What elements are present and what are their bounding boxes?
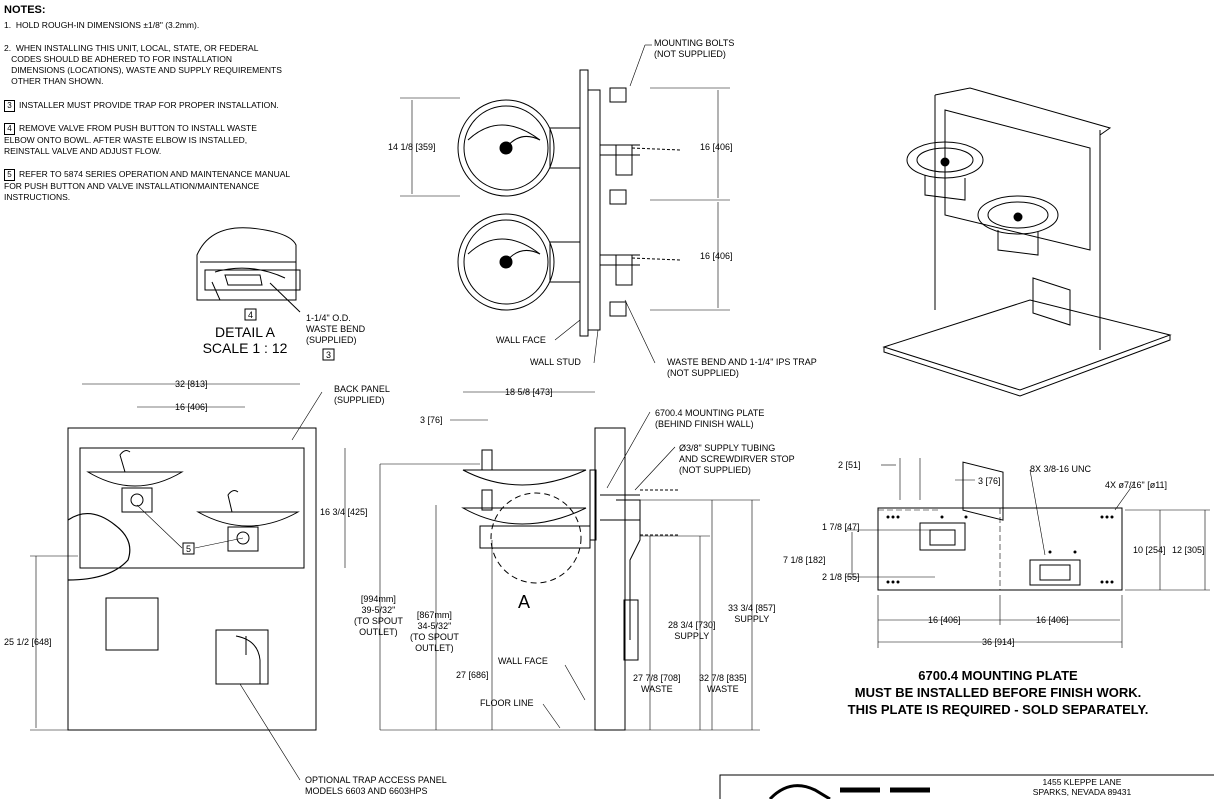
side-depth: 18 5/8 [473] — [505, 387, 553, 397]
detail-title: DETAIL A SCALE 1 : 12 — [202, 324, 288, 356]
top-dim-upper: 16 [406] — [700, 142, 733, 152]
plate-dim-7-1-8: 7 1/8 [182] — [783, 555, 826, 565]
detail-a-circle — [490, 492, 582, 584]
plate-title: 6700.4 MOUNTING PLATE MUST BE INSTALLED … — [847, 668, 1149, 717]
isometric-view — [882, 87, 1172, 521]
back-panel-label: BACK PANEL (SUPPLIED) — [334, 384, 390, 405]
front-callout-box — [182, 542, 195, 555]
detail-callout-box — [244, 308, 257, 321]
mounting-bolts-label: MOUNTING BOLTS (NOT SUPPLIED) — [654, 38, 735, 59]
front-callout: 5 — [186, 544, 191, 554]
mounting-plate-view: 4X ø7/16" [ø11] 8X 3/8-16 UNC 2 [51] 3 [… — [783, 458, 1210, 648]
side-offset: 3 [76] — [420, 415, 443, 425]
notes-title: NOTES: — [4, 4, 46, 16]
title-block — [719, 774, 1214, 799]
side-floor-line: FLOOR LINE — [480, 698, 534, 708]
note-1: 1. HOLD ROUGH-IN DIMENSIONS ±1/8" (3.2mm… — [4, 20, 200, 30]
waste-callout-box — [322, 348, 335, 361]
waste-low-label: 27 7/8 [708] WASTE — [633, 673, 681, 694]
detail-waste-bend: 1-1/4" O.D. WASTE BEND (SUPPLIED) — [306, 313, 366, 345]
iso-access-panel — [962, 461, 1004, 521]
side-dim-27: 27 [686] — [456, 670, 489, 680]
detail-a: 4 3 — [196, 227, 335, 361]
waste-high-label: 32 7/8 [835] WASTE — [699, 673, 747, 694]
plate-dim-2-1-8: 2 1/8 [55] — [822, 572, 860, 582]
top-view: 14 1/8 [359] 16 [406] 16 [406] — [388, 44, 733, 364]
spout-low-label: [867mm] 34-5/32" (TO SPOUT OUTLET) — [410, 610, 459, 653]
front-height-left: 25 1/2 [648] — [4, 637, 52, 647]
plate-bolts: 8X 3/8-16 UNC — [1030, 464, 1092, 474]
plate-dim-16b: 16 [406] — [1036, 615, 1069, 625]
waste-trap-label: WASTE BEND AND 1-1/4" IPS TRAP (NOT SUPP… — [667, 357, 817, 378]
mounting-plate-label: 6700.4 MOUNTING PLATE (BEHIND FINISH WAL… — [655, 408, 765, 429]
side-wall-face: WALL FACE — [498, 656, 548, 666]
plate-dim-2: 2 [51] — [838, 460, 861, 470]
top-dim-left: 14 1/8 [359] — [388, 142, 436, 152]
plate-dim-12: 12 [305] — [1172, 545, 1205, 555]
supply-low-label: 28 3/4 [730] SUPPLY — [668, 620, 716, 641]
top-wall-face: WALL FACE — [496, 335, 546, 345]
supply-high-label: 33 3/4 [857] SUPPLY — [728, 603, 776, 624]
company-logo — [768, 784, 831, 799]
bowl-top-lower — [457, 213, 555, 311]
detail-a-marker: A — [518, 592, 530, 612]
front-width: 32 [813] — [175, 379, 208, 389]
front-view: 5 32 [813] 16 [406] 16 3/4 [425] 25 1/2 … — [4, 379, 368, 781]
plate-holes: 4X ø7/16" [ø11] — [1105, 480, 1167, 490]
bowl-top-upper — [457, 99, 555, 197]
side-wall — [594, 427, 626, 731]
front-panel — [67, 427, 317, 731]
company-address: 1455 KLEPPE LANE SPARKS, NEVADA 89431 — [1032, 777, 1132, 797]
plate-dim-10: 10 [254] — [1133, 545, 1166, 555]
plate-dim-1-7-8: 1 7/8 [47] — [822, 522, 860, 532]
front-spacing: 16 [406] — [175, 402, 208, 412]
note-2: 2. WHEN INSTALLING THIS UNIT, LOCAL, STA… — [4, 43, 282, 86]
top-wall-stud: WALL STUD — [530, 357, 581, 367]
trap-access-label: OPTIONAL TRAP ACCESS PANEL MODELS 6603 A… — [305, 775, 447, 796]
waste-callout: 3 — [326, 350, 331, 360]
plate-dim-36: 36 [914] — [982, 637, 1015, 647]
plate-dim-3: 3 [76] — [978, 476, 1001, 486]
plate-dim-16a: 16 [406] — [928, 615, 961, 625]
spout-high-label: [994mm] 39-5/32" (TO SPOUT OUTLET) — [354, 594, 403, 637]
supply-tubing-label: Ø3/8" SUPPLY TUBING AND SCREWDIRVER STOP… — [679, 443, 795, 475]
wall-panel-top — [579, 69, 589, 337]
detail-callout: 4 — [248, 310, 253, 320]
top-dim-lower: 16 [406] — [700, 251, 733, 261]
front-panel-height: 16 3/4 [425] — [320, 507, 368, 517]
back-panel — [79, 447, 305, 569]
side-view: 18 5/8 [473] 3 [76] A 27 [686] WALL FACE… — [379, 387, 760, 731]
